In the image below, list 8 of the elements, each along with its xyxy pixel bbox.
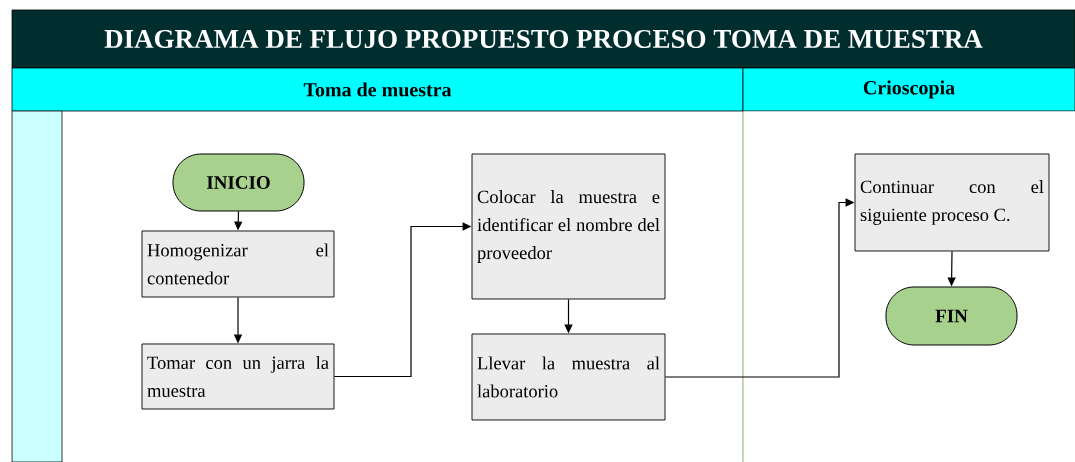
title-banner: DIAGRAMA DE FLUJO PROPUESTO PROCESO TOMA DE MUESTRA [11,9,1075,69]
process-box: Continuar con el siguiente proceso C. [854,153,1050,252]
process-box: Tomar con un jarra la muestra [141,343,335,410]
lane-header: Crioscopia [742,67,1075,112]
process-box: Colocar la muestra e identificar el nombre del proveedor [471,153,666,300]
lane-band [11,110,63,462]
process-box: Homogenizar el contenedor [141,230,335,298]
process-box: Llevar la muestra al laboratorio [471,333,666,421]
